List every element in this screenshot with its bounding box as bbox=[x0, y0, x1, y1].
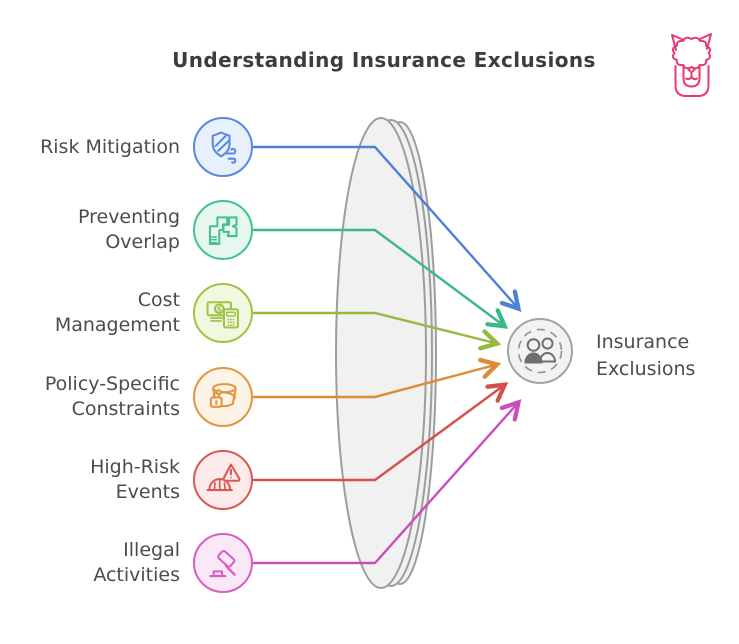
gavel-icon bbox=[209, 549, 236, 578]
page-title: Understanding Insurance Exclusions bbox=[172, 48, 596, 72]
label-policy-constraints: Policy-Specific Constraints bbox=[44, 373, 180, 420]
label-risk-mitigation: Risk Mitigation bbox=[40, 135, 180, 158]
arrow-risk-mitigation bbox=[252, 145, 517, 307]
lens-shape bbox=[335, 117, 437, 589]
dashed-ring bbox=[517, 328, 563, 374]
alpaca-ear-right bbox=[699, 33, 712, 50]
arrow-cost-management bbox=[252, 311, 495, 343]
node-risk-mitigation bbox=[193, 117, 253, 177]
arrow-policy-constraints bbox=[252, 365, 495, 399]
arrow-high-risk-events bbox=[252, 386, 503, 482]
node-preventing-overlap bbox=[193, 200, 253, 260]
cash-calculator-icon: $ bbox=[206, 301, 239, 329]
people-group-icon bbox=[524, 337, 557, 364]
arrow-illegal-activities bbox=[252, 404, 517, 565]
alpaca-body bbox=[674, 65, 710, 97]
puzzle-pieces-icon bbox=[208, 216, 238, 246]
bucket-lock-icon bbox=[209, 383, 237, 408]
label-illegal-activities: Illegal Activities bbox=[93, 539, 180, 586]
alpaca-ear-left bbox=[671, 34, 685, 51]
label-cost-management: Cost Management bbox=[54, 289, 180, 336]
center-node-label: Insurance Exclusions bbox=[596, 331, 696, 380]
label-high-risk-events: High-Risk Events bbox=[90, 456, 180, 503]
label-preventing-overlap: Preventing Overlap bbox=[77, 206, 180, 253]
alpaca-logo-icon bbox=[671, 33, 712, 97]
hardhat-warning-icon bbox=[206, 463, 241, 492]
node-high-risk-events bbox=[193, 450, 253, 510]
node-illegal-activities bbox=[193, 533, 253, 593]
alpaca-face bbox=[682, 64, 701, 88]
node-policy-constraints bbox=[193, 367, 253, 427]
alpaca-snout bbox=[685, 68, 698, 81]
dollar-glyph: $ bbox=[217, 305, 222, 314]
alpaca-fluffy-head bbox=[671, 36, 712, 70]
calculator-keys bbox=[227, 318, 235, 327]
center-node bbox=[507, 318, 573, 384]
arrow-preventing-overlap bbox=[252, 228, 503, 325]
shield-wind-icon bbox=[211, 131, 237, 164]
connector-arrows bbox=[252, 145, 517, 565]
node-cost-management: $ bbox=[193, 283, 253, 343]
